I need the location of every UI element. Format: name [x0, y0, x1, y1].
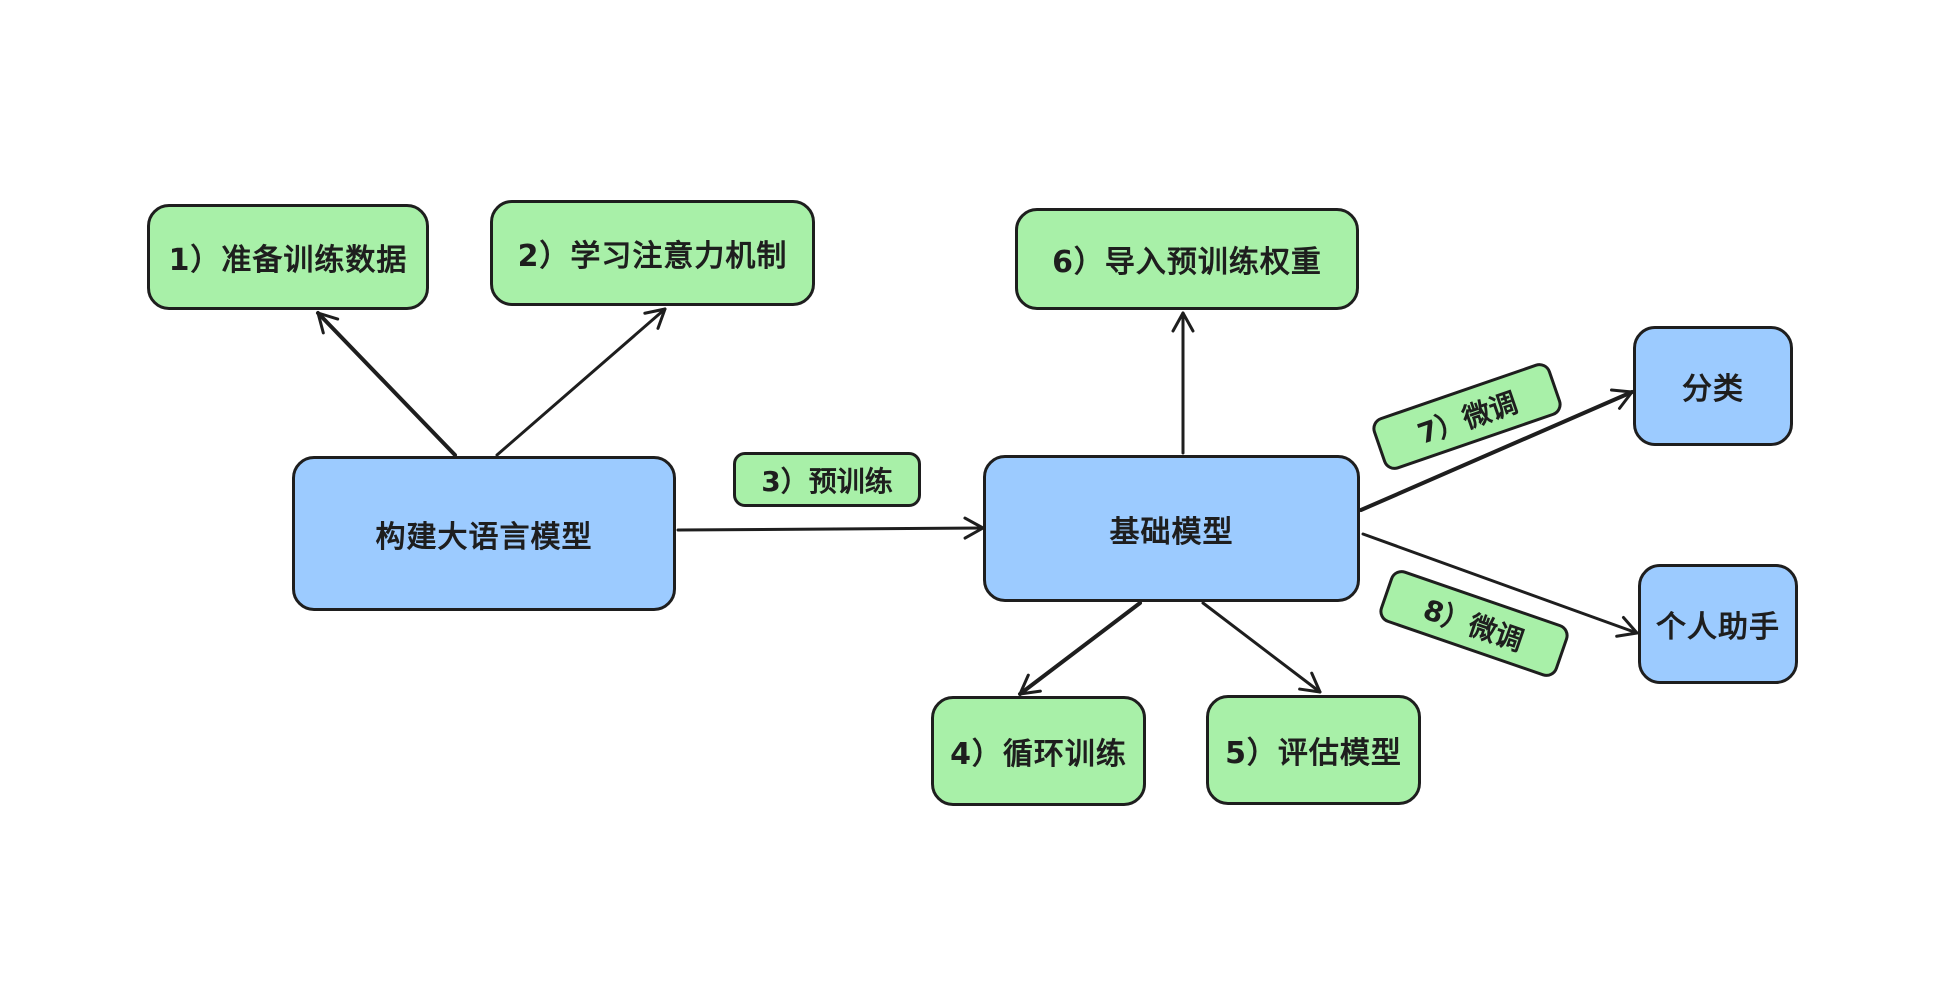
node-loop-training: 4）循环训练 — [931, 696, 1146, 806]
node-prepare-data: 1）准备训练数据 — [147, 204, 429, 310]
edge-build-to-attention — [495, 307, 667, 457]
node-load-weights: 6）导入预训练权重 — [1015, 208, 1359, 310]
node-evaluate: 5）评估模型 — [1206, 695, 1421, 805]
node-build-llm: 构建大语言模型 — [292, 456, 676, 611]
edge-base-to-classification — [1359, 388, 1634, 512]
node-classification: 分类 — [1633, 326, 1793, 446]
node-attention: 2）学习注意力机制 — [490, 200, 815, 306]
edge-label-pretrain: 3）预训练 — [733, 452, 921, 507]
edge-base-to-evaluate — [1201, 601, 1322, 694]
node-assistant: 个人助手 — [1638, 564, 1798, 684]
edge-build-to-prepare-data — [316, 311, 457, 457]
edge-base-to-loop-training — [1018, 601, 1142, 696]
edge-build-to-base-model — [676, 516, 985, 540]
node-base-model: 基础模型 — [983, 455, 1360, 602]
edge-base-to-assistant — [1361, 532, 1639, 638]
